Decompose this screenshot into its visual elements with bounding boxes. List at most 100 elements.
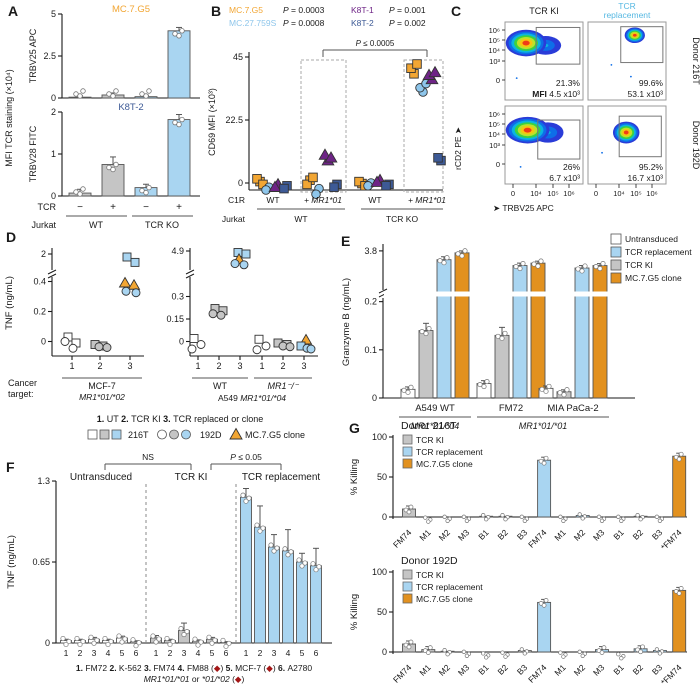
- gate-percent: 21.3%: [556, 78, 581, 88]
- bar: [220, 641, 232, 644]
- data-point: [582, 263, 588, 269]
- g-xlabel: M2: [437, 527, 453, 543]
- b-ylabel: CD69 MFI (×10³): [207, 88, 217, 156]
- bar: [282, 550, 294, 644]
- c-ytick: 10⁵: [489, 120, 500, 129]
- c-col-title-tcr-replacement: replacement: [604, 10, 651, 20]
- data-point: [577, 512, 582, 517]
- bar: [476, 383, 492, 399]
- d-xtick: 1: [195, 361, 200, 371]
- data-point: [502, 330, 508, 336]
- data-point: [156, 636, 162, 642]
- data-point: [223, 643, 229, 649]
- data-point: [464, 518, 470, 523]
- legend-swatch: [610, 233, 622, 245]
- data-point: [543, 388, 549, 394]
- data-point: [484, 655, 489, 660]
- a-ylabel: TRBV25 APC: [28, 28, 38, 83]
- d-ytick: 4.9: [171, 246, 184, 256]
- b-legend-name: MC.7.G5: [229, 5, 263, 15]
- legend-label: TCR replacement: [416, 582, 483, 592]
- data-point: [561, 392, 567, 398]
- legend-label: MC.7.G5 clone: [625, 273, 682, 283]
- c-xtick: 0: [594, 189, 598, 198]
- legend-swatch-square: [87, 429, 98, 440]
- f-xtick: 5: [300, 648, 305, 658]
- square-marker: [412, 59, 422, 69]
- data-point: [481, 651, 486, 656]
- f-ylabel: TNF (ng/mL): [6, 535, 17, 589]
- f-xtick: 5: [120, 648, 125, 658]
- f-footnote2: MR1*01/*01 or *01/*02 (◆): [144, 674, 245, 684]
- g-xlabel: M1: [417, 527, 433, 543]
- g-xlabel: B2: [495, 662, 510, 677]
- c-ytick: 10⁵: [489, 36, 500, 45]
- data-point: [444, 255, 450, 261]
- f-xtick: 3: [272, 648, 277, 658]
- data-point: [179, 28, 185, 34]
- g-xlabel: M2: [572, 662, 588, 678]
- bar: [494, 334, 510, 399]
- f-xtick: 6: [314, 648, 319, 658]
- a-x-row1: −: [143, 202, 149, 213]
- g-xlabel: B1: [476, 662, 491, 677]
- gate: [535, 26, 581, 65]
- circle-marker: [261, 185, 271, 195]
- density-blob: [522, 40, 530, 46]
- f-group-title: Untransduced: [70, 472, 132, 483]
- legend-swatch-square: [99, 429, 110, 440]
- data-point: [635, 513, 640, 518]
- data-point: [110, 166, 116, 173]
- g-title: Donor 192D: [401, 555, 458, 567]
- data-point: [136, 640, 142, 646]
- b-bracket-label: P ≤ 0.0005: [356, 39, 395, 48]
- data-point: [119, 639, 125, 645]
- c-xtick: 10⁴: [530, 189, 542, 198]
- b-legend-p: P = 0.001: [389, 5, 426, 15]
- highlight-box: [403, 59, 444, 193]
- f-group-title: TCR KI: [175, 472, 208, 483]
- f-group-title: TCR replacement: [242, 472, 321, 483]
- data-point: [122, 636, 128, 642]
- data-point: [296, 557, 302, 563]
- data-point: [538, 258, 544, 264]
- g-xlabel: B3: [650, 527, 665, 542]
- d-legend-192d: 192D: [200, 430, 222, 440]
- triangle-marker: [118, 276, 132, 288]
- f-xtick: 1: [244, 648, 249, 658]
- square-marker: [279, 183, 289, 194]
- g-ytick: 100: [372, 432, 387, 442]
- density-speck: [630, 75, 632, 78]
- data-point: [543, 598, 549, 603]
- line: [47, 273, 57, 279]
- g-xlabel: B1: [476, 527, 491, 542]
- data-point: [619, 518, 624, 523]
- data-point: [74, 635, 80, 642]
- data-point: [481, 383, 487, 390]
- data-point: [445, 518, 450, 523]
- e-sub-label: MR1*01/*04: [411, 421, 460, 431]
- panel-label-g: G: [349, 420, 360, 436]
- f-xtick: 6: [134, 648, 139, 658]
- data-point: [146, 184, 152, 191]
- data-point: [437, 258, 443, 264]
- g-xlabel: M3: [456, 662, 472, 678]
- data-point: [558, 514, 563, 519]
- bar: [537, 459, 552, 518]
- circle-marker: [102, 343, 112, 352]
- d-section-wt: WT: [213, 381, 227, 391]
- d-ytick: 0.15: [166, 314, 184, 324]
- c-ytick: 0: [496, 160, 500, 169]
- circle-marker: [60, 337, 70, 346]
- bar: [296, 561, 308, 644]
- data-point: [426, 325, 432, 332]
- c-ytick: 10⁴: [488, 130, 500, 139]
- data-point: [442, 514, 447, 519]
- data-point: [519, 514, 524, 519]
- data-point: [146, 88, 152, 94]
- data-point: [260, 525, 266, 531]
- data-point: [77, 191, 83, 197]
- c-xtick: 10⁶: [646, 189, 657, 198]
